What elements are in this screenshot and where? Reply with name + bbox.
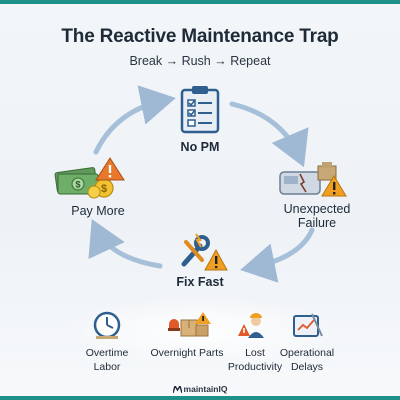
footer-brand: maintainIQ <box>0 384 400 394</box>
broken-machine-warning-icon <box>279 162 347 197</box>
impact-label-line1: Lost <box>245 347 265 359</box>
impact-label-line1: Operational <box>279 347 335 359</box>
page-subtitle: Break → Rush → Repeat <box>129 54 271 68</box>
node-fix-fast-label: Fix Fast <box>176 275 224 289</box>
node-no-pm-label: No PM <box>180 140 220 154</box>
boxes-alarm-icon <box>168 312 211 337</box>
node-failure-label-line1: Unexpected <box>283 202 351 216</box>
brand-logo-icon <box>172 386 182 393</box>
impact-item: Operational Delays <box>262 310 352 373</box>
top-accent-bar <box>0 0 400 4</box>
arrow-failure-to-fixfast <box>240 227 315 283</box>
svg-text:$: $ <box>101 183 107 195</box>
arrow-nopm-to-failure <box>229 101 309 168</box>
bottom-accent-bar <box>0 396 400 400</box>
impact-label-line1: Overtime <box>85 347 129 359</box>
clock-icon <box>93 311 121 339</box>
arrow-fixfast-to-paymore <box>88 218 163 269</box>
cash-coins-warning-icon: $ $ <box>54 157 125 199</box>
impact-item: Lost Productivity <box>210 310 300 373</box>
impact-label-line1: Overnight Parts <box>150 347 224 359</box>
checklist-clipboard-icon <box>180 86 220 134</box>
page-title: The Reactive Maintenance Trap <box>61 26 339 47</box>
node-failure-label: Unexpected Failure <box>262 202 372 230</box>
node-failure-label-line2: Failure <box>297 216 337 230</box>
wrench-warning-icon <box>181 233 228 271</box>
impact-label-line2: Delays <box>290 361 324 373</box>
impact-label-line2: Labor <box>93 361 121 373</box>
impact-label-line2: Productivity <box>227 361 283 373</box>
footer-brand-name: maintainIQ <box>183 384 228 394</box>
impact-item: Overnight Parts <box>142 310 232 359</box>
impact-item: Overtime Labor <box>62 310 152 373</box>
worker-warning-icon <box>238 313 264 338</box>
node-pay-more-label: Pay More <box>71 204 125 218</box>
svg-text:$: $ <box>75 180 80 190</box>
arrow-paymore-to-nopm <box>93 85 176 155</box>
clipboard-chart-icon <box>293 313 323 337</box>
